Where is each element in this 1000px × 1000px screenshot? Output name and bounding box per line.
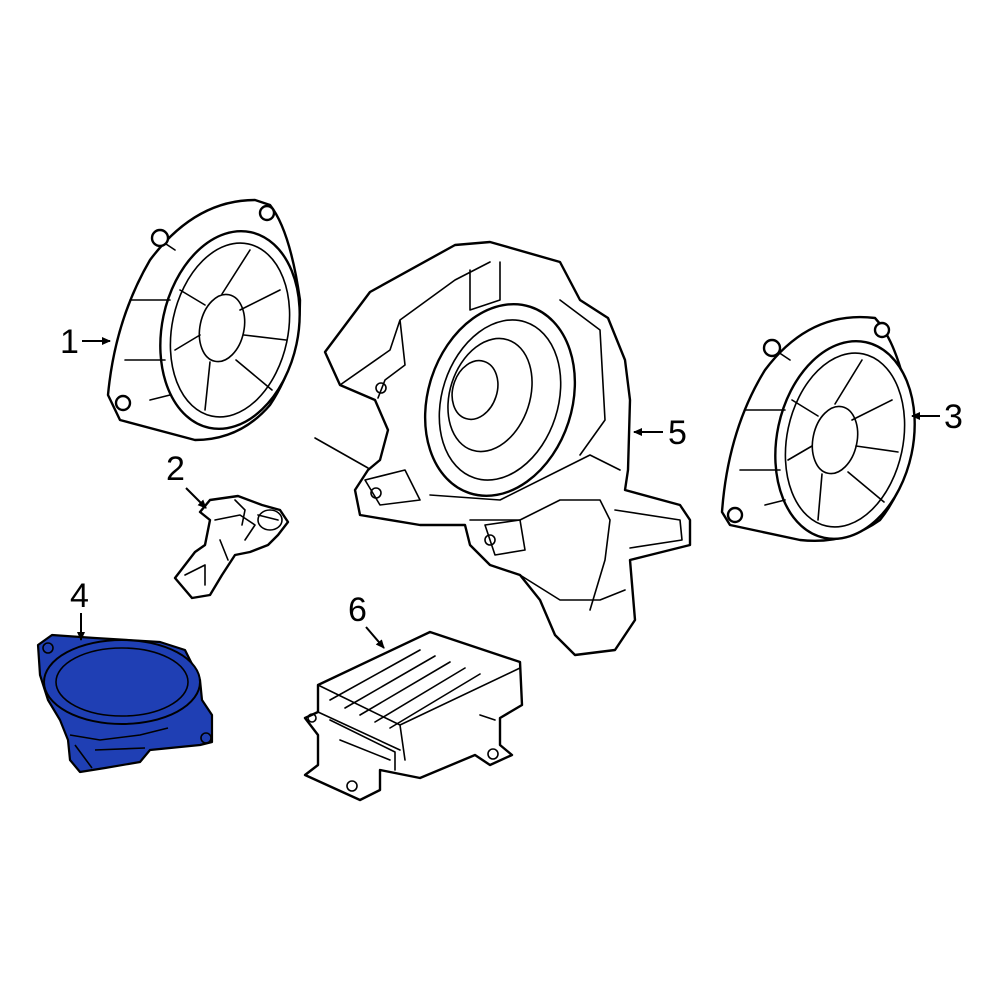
part-5-subwoofer-enclosure[interactable] <box>314 240 692 657</box>
callout-6: 6 <box>348 591 385 649</box>
callout-5: 5 <box>633 414 687 452</box>
callout-label-3: 3 <box>944 398 963 436</box>
callout-4: 4 <box>70 577 89 641</box>
callout-label-5: 5 <box>668 414 687 452</box>
callout-2: 2 <box>166 450 207 509</box>
part-3-rear-speaker[interactable] <box>720 315 932 552</box>
part-4-center-speaker-highlighted[interactable] <box>36 633 214 774</box>
callout-1: 1 <box>60 323 111 361</box>
callout-label-6: 6 <box>348 591 367 629</box>
part-2-tweeter-bracket[interactable] <box>173 494 290 600</box>
callout-3: 3 <box>911 398 963 436</box>
callout-label-4: 4 <box>70 577 89 615</box>
part-6-amplifier[interactable] <box>303 630 524 802</box>
callout-label-2: 2 <box>166 450 185 488</box>
part-1-front-speaker[interactable] <box>106 198 317 442</box>
callout-label-1: 1 <box>60 323 79 361</box>
